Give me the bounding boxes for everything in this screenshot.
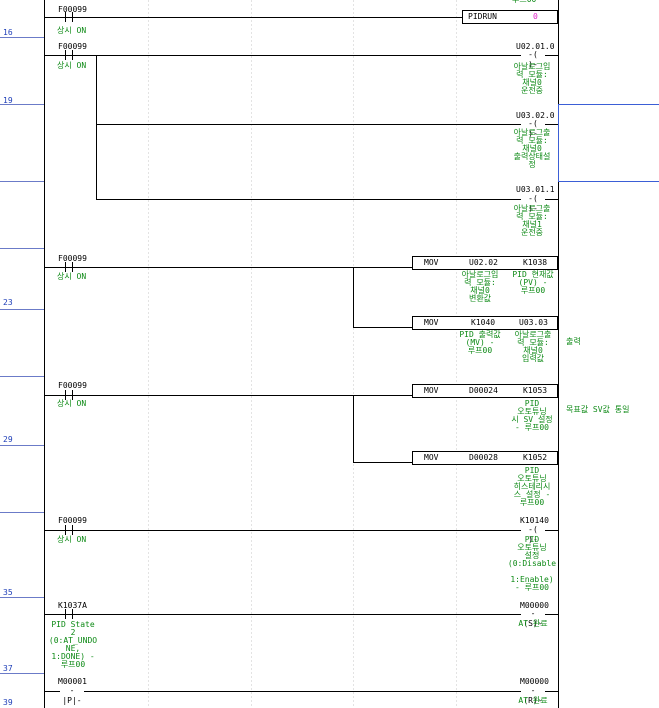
row-separator bbox=[0, 104, 44, 105]
grid-line bbox=[353, 0, 354, 708]
set-coil-icon[interactable]: -(S)- bbox=[521, 609, 545, 629]
contact-device: F00099 bbox=[58, 254, 87, 263]
line-number-gutter bbox=[0, 0, 44, 708]
contact-icon[interactable] bbox=[60, 524, 78, 536]
coil-icon[interactable]: -( )- bbox=[521, 50, 545, 70]
coil-comment: AT 완료 bbox=[518, 619, 548, 628]
contact-comment: 상시 ON bbox=[57, 535, 87, 544]
mov-op: MOV bbox=[424, 453, 439, 462]
line-number[interactable]: 16 bbox=[3, 28, 13, 37]
coil-device: U03.01.1 bbox=[516, 185, 555, 194]
mov-op: MOV bbox=[424, 386, 439, 395]
coil-comment: PID 오토튜닝 설정 (0:Disable 1:Enable) - 루프00 bbox=[507, 535, 557, 592]
line-number[interactable]: 29 bbox=[3, 435, 13, 444]
mov-instruction[interactable]: MOV D00028 K1052 bbox=[412, 451, 558, 465]
contact-icon[interactable] bbox=[60, 49, 78, 61]
contact-comment: 상시 ON bbox=[57, 26, 87, 35]
mov-src: U02.02 bbox=[469, 258, 498, 267]
dst-comment: PID 오토튜닝 히스테리시 스 설정 - 루프00 bbox=[513, 466, 551, 507]
mov-op: MOV bbox=[424, 258, 439, 267]
row-separator bbox=[0, 309, 44, 310]
link-line bbox=[558, 104, 659, 105]
contact-device: F00099 bbox=[58, 42, 87, 51]
grid-line bbox=[148, 0, 149, 708]
coil-icon[interactable]: -( )- bbox=[521, 525, 545, 545]
row-separator bbox=[0, 445, 44, 446]
coil-icon[interactable]: -( )- bbox=[521, 194, 545, 214]
mov-src: D00028 bbox=[469, 453, 498, 462]
contact-device: M00001 bbox=[58, 677, 87, 686]
link-line bbox=[558, 181, 659, 182]
pidrun-box[interactable]: PIDRUN 0 bbox=[462, 10, 558, 24]
side-comment: 목표값 SV값 통일 bbox=[566, 405, 630, 414]
contact-device: F00099 bbox=[58, 516, 87, 525]
row-separator bbox=[0, 512, 44, 513]
right-power-rail bbox=[558, 0, 559, 708]
contact-icon[interactable] bbox=[60, 11, 78, 23]
src-comment: PID 출력값 (MV) - 루프00 bbox=[459, 330, 501, 355]
pidrun-value: 0 bbox=[533, 12, 538, 21]
pidrun-label: PIDRUN bbox=[468, 12, 497, 21]
branch-line bbox=[353, 267, 354, 328]
contact-comment: 상시 ON bbox=[57, 399, 87, 408]
line-number[interactable]: 39 bbox=[3, 698, 13, 707]
line-number[interactable]: 37 bbox=[3, 664, 13, 673]
branch-line bbox=[353, 395, 354, 463]
line-number[interactable]: 19 bbox=[3, 96, 13, 105]
contact-icon[interactable] bbox=[60, 608, 78, 620]
contact-device: F00099 bbox=[58, 5, 87, 14]
contact-comment: PID State 2 (0:AT_UNDO NE, 1:DONE) - 루프0… bbox=[48, 620, 98, 669]
coil-comment: 아날로그출 력 모듈: 채널1 운전중 bbox=[513, 204, 551, 237]
dst-comment: 아날로그출 력 모듈: 채널0 입력값 bbox=[514, 330, 552, 363]
grid-line bbox=[456, 0, 457, 708]
reset-coil-icon[interactable]: -(R)- bbox=[521, 686, 545, 706]
coil-comment: 아날로그출 력 모듈: 채널0 출력상태설 정 bbox=[513, 128, 551, 169]
mov-dst: K1038 bbox=[523, 258, 548, 267]
mov-instruction[interactable]: MOV U02.02 K1038 bbox=[412, 256, 558, 270]
coil-comment: AT 완료 bbox=[518, 696, 548, 705]
contact-comment: 상시 ON bbox=[57, 272, 87, 281]
dst-comment: PID 오토튜닝 시 SV 설정 - 루프00 bbox=[511, 399, 553, 432]
coil-icon[interactable]: -( )- bbox=[521, 119, 545, 139]
coil-device: U02.01.0 bbox=[516, 42, 555, 51]
row-separator bbox=[0, 376, 44, 377]
row-separator bbox=[0, 673, 44, 674]
row-separator bbox=[0, 37, 44, 38]
left-power-rail bbox=[44, 0, 45, 708]
row-separator bbox=[0, 181, 44, 182]
contact-icon[interactable] bbox=[60, 261, 78, 273]
positive-edge-contact-icon[interactable]: -|P|- bbox=[60, 686, 84, 706]
link-line bbox=[558, 104, 559, 181]
coil-comment: 아날로그입 력 모듈: 채널0 운전중 bbox=[513, 62, 551, 95]
contact-device: F00099 bbox=[58, 381, 87, 390]
src-comment: 아날로그입 력 모듈: 채널0 변환값 bbox=[461, 270, 499, 303]
side-comment: 출력 bbox=[566, 337, 581, 346]
cutoff-comment: 루프00 bbox=[512, 0, 536, 4]
line-number[interactable]: 35 bbox=[3, 588, 13, 597]
branch-line bbox=[96, 55, 97, 200]
mov-dst: U03.03 bbox=[519, 318, 548, 327]
contact-icon[interactable] bbox=[60, 389, 78, 401]
line-number[interactable]: 23 bbox=[3, 298, 13, 307]
coil-device: M00000 bbox=[520, 601, 549, 610]
coil-device: K10140 bbox=[520, 516, 549, 525]
contact-device: K1037A bbox=[58, 601, 87, 610]
mov-src: K1040 bbox=[471, 318, 496, 327]
grid-line bbox=[251, 0, 252, 708]
mov-src: D00024 bbox=[469, 386, 498, 395]
contact-comment: 상시 ON bbox=[57, 61, 87, 70]
dst-comment: PID 현재값 (PV) - 루프00 bbox=[512, 270, 554, 295]
row-separator bbox=[0, 597, 44, 598]
mov-dst: K1053 bbox=[523, 386, 548, 395]
coil-device: M00000 bbox=[520, 677, 549, 686]
coil-device: U03.02.0 bbox=[516, 111, 555, 120]
mov-instruction[interactable]: MOV K1040 U03.03 bbox=[412, 316, 558, 330]
mov-dst: K1052 bbox=[523, 453, 548, 462]
mov-instruction[interactable]: MOV D00024 K1053 bbox=[412, 384, 558, 398]
row-separator bbox=[0, 248, 44, 249]
mov-op: MOV bbox=[424, 318, 439, 327]
